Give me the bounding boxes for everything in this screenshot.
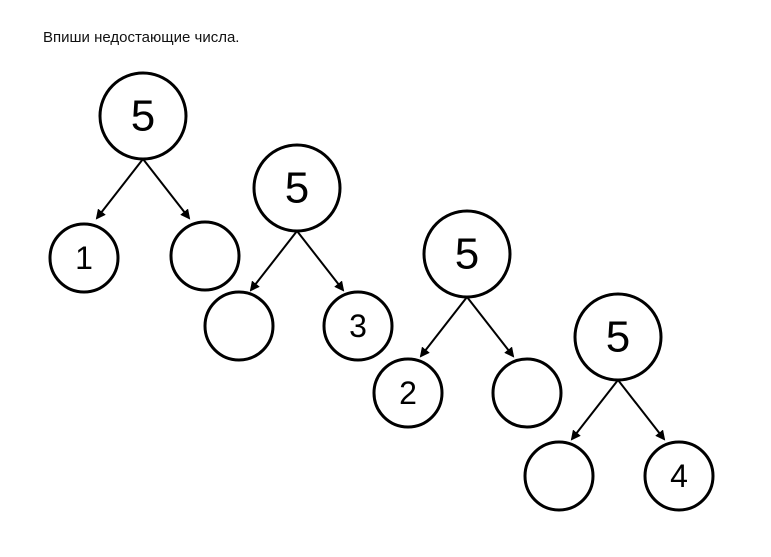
whole-value: 5	[455, 230, 479, 279]
number-bond-2: 5 3	[203, 143, 394, 362]
part-right-circle[interactable]	[643, 440, 715, 512]
whole-value: 5	[606, 313, 630, 362]
arrow-left	[249, 230, 298, 292]
whole-circle	[252, 143, 342, 233]
arrow-left	[570, 379, 619, 441]
part-right-circle[interactable]	[491, 357, 563, 429]
arrow-right	[296, 230, 345, 292]
arrow-left	[95, 158, 144, 220]
number-bond-4: 5 4	[523, 292, 715, 512]
whole-circle	[573, 292, 663, 382]
arrow-right	[142, 158, 191, 220]
part-right-value: 3	[349, 308, 367, 344]
part-left-circle[interactable]	[372, 357, 444, 429]
part-left-value: 2	[399, 375, 417, 411]
part-right-value: 4	[670, 458, 688, 494]
number-bond-3: 5 2	[372, 209, 563, 429]
part-right-circle[interactable]	[322, 290, 394, 362]
whole-circle	[98, 71, 188, 161]
whole-circle	[422, 209, 512, 299]
instruction-text: Впиши недостающие числа.	[43, 29, 240, 46]
part-left-value: 1	[75, 240, 93, 276]
arrow-right	[466, 296, 515, 358]
arrow-right	[617, 379, 666, 441]
part-left-circle[interactable]	[203, 290, 275, 362]
part-right-circle[interactable]	[169, 220, 241, 292]
part-left-circle[interactable]	[523, 440, 595, 512]
whole-value: 5	[131, 92, 155, 141]
arrow-left	[419, 296, 468, 358]
part-left-circle[interactable]	[48, 222, 120, 294]
whole-value: 5	[285, 164, 309, 213]
number-bond-1: 5 1	[48, 71, 241, 294]
